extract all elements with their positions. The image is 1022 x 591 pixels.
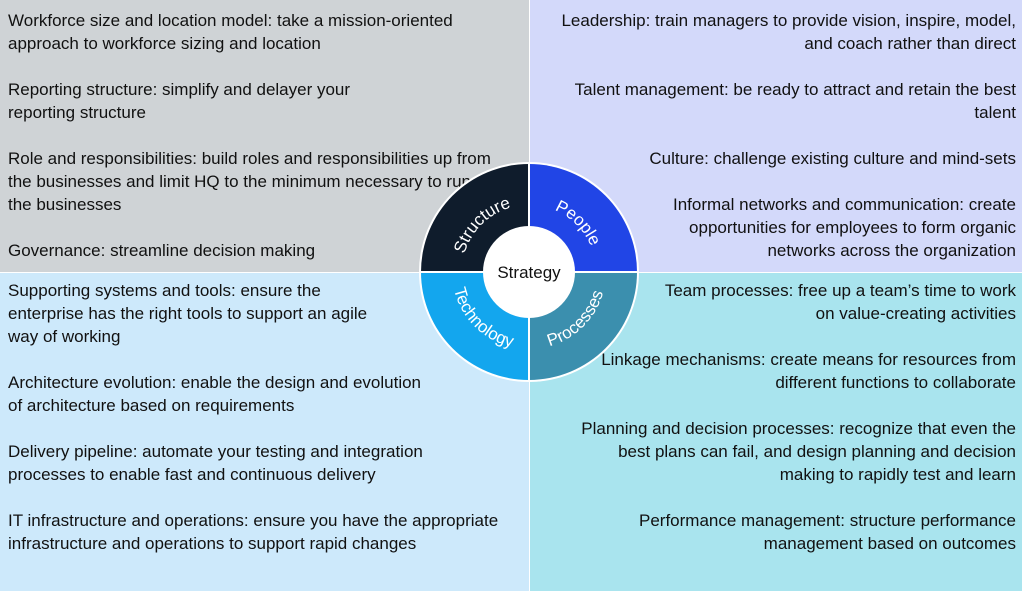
processes-item-team: Team processes: free up a team’s time to… — [664, 281, 1016, 323]
structure-item-workforce: Workforce size and location model: take … — [8, 11, 453, 53]
people-item-networks: Informal networks and communication: cre… — [672, 195, 1016, 260]
technology-item-infrastructure: IT infrastructure and operations: ensure… — [8, 511, 499, 553]
strategy-center — [483, 226, 575, 318]
processes-item-planning: Planning and decision processes: recogni… — [581, 419, 1016, 484]
structure-item-governance: Governance: streamline decision making — [8, 241, 316, 260]
structure-item-reporting: Reporting structure: simplify and delaye… — [8, 80, 351, 122]
structure-item-roles: Role and responsibilities: build roles a… — [8, 149, 491, 214]
technology-item-pipeline: Delivery pipeline: automate your testing… — [8, 442, 423, 484]
people-item-talent: Talent management: be ready to attract a… — [574, 80, 1016, 122]
technology-item-systems: Supporting systems and tools: ensure the… — [8, 281, 368, 346]
strategy-label: Strategy — [497, 263, 561, 282]
technology-item-architecture: Architecture evolution: enable the desig… — [8, 373, 422, 415]
processes-item-performance: Performance management: structure perfor… — [638, 511, 1016, 553]
people-quadrant: Leadership: train managers to provide vi… — [530, 0, 1022, 272]
people-item-leadership: Leadership: train managers to provide vi… — [561, 11, 1016, 53]
processes-quadrant: Team processes: free up a team’s time to… — [530, 273, 1022, 591]
people-item-culture: Culture: challenge existing culture and … — [649, 149, 1016, 168]
processes-item-linkage: Linkage mechanisms: create means for res… — [601, 350, 1016, 392]
structure-quadrant: Workforce size and location model: take … — [0, 0, 529, 272]
